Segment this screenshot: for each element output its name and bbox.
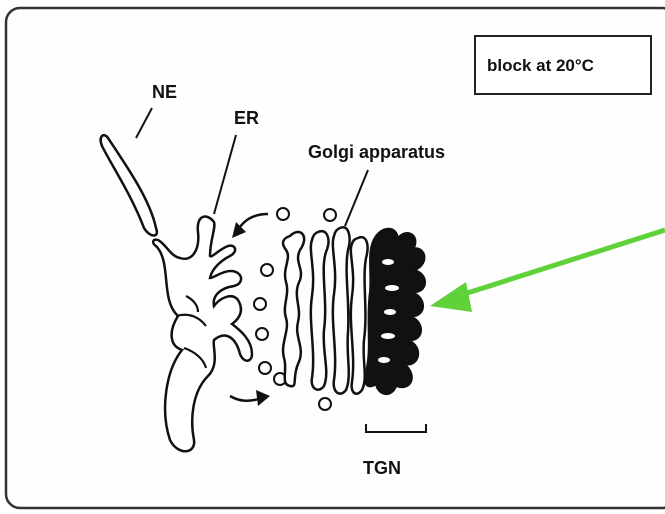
trans-cisterna bbox=[351, 237, 368, 394]
vesicle-icon bbox=[254, 298, 266, 310]
medial-cisterna-1 bbox=[311, 231, 329, 390]
condition-label: block at 20°C bbox=[487, 56, 594, 75]
vesicle-icon bbox=[256, 328, 268, 340]
label-ne: NE bbox=[152, 82, 177, 102]
vesicle-icon bbox=[277, 208, 289, 220]
medial-cisterna-2 bbox=[333, 227, 350, 393]
golgi-stack bbox=[283, 227, 368, 393]
label-er: ER bbox=[234, 108, 259, 128]
vesicle-icon bbox=[324, 209, 336, 221]
vesicle-icon bbox=[259, 362, 271, 374]
vesicle-icon bbox=[261, 264, 273, 276]
vesicle-icon bbox=[319, 398, 331, 410]
label-tgn: TGN bbox=[363, 458, 401, 478]
label-golgi: Golgi apparatus bbox=[308, 142, 445, 162]
